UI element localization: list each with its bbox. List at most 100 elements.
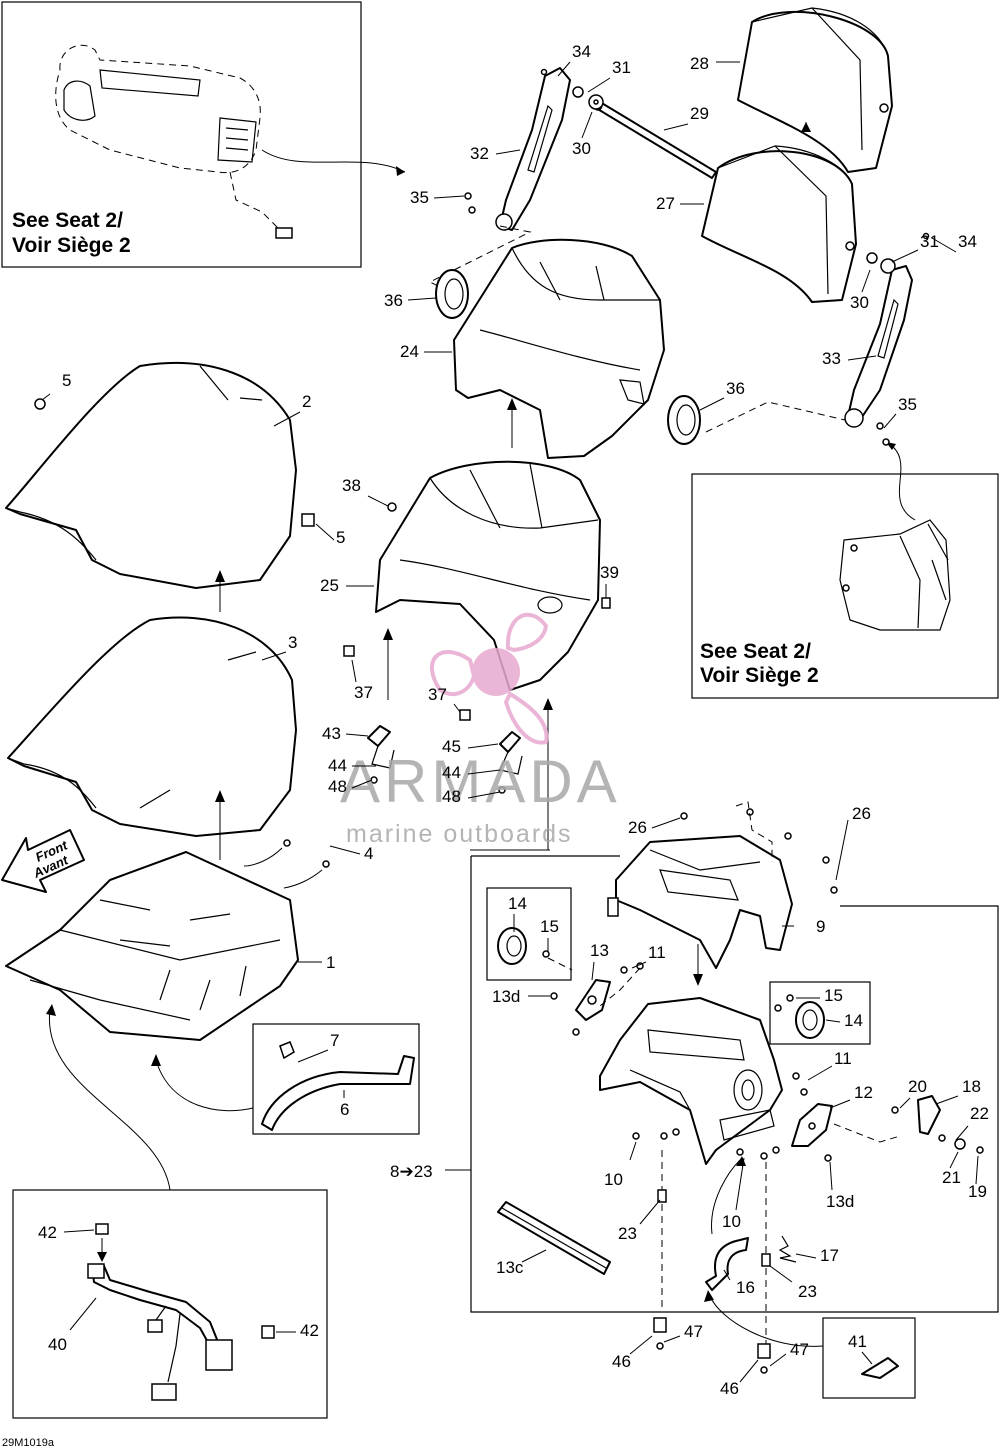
- part-label-39[interactable]: 39: [600, 563, 619, 582]
- part-label-29[interactable]: 29: [690, 104, 709, 123]
- part-label-48[interactable]: 48: [442, 787, 461, 806]
- part-label-25[interactable]: 25: [320, 576, 339, 595]
- part-label-13[interactable]: 13: [590, 941, 609, 960]
- part-label-10[interactable]: 10: [604, 1170, 623, 1189]
- seat-cover-2[interactable]: [5, 361, 297, 589]
- clip-37[interactable]: [343, 645, 355, 657]
- part-label-20[interactable]: 20: [908, 1077, 927, 1096]
- seat-foam-3[interactable]: [7, 616, 297, 837]
- part-label-12[interactable]: 12: [854, 1083, 873, 1102]
- clip-5[interactable]: [301, 513, 315, 527]
- part-label-2[interactable]: 2: [302, 392, 311, 411]
- bracket-43[interactable]: [367, 725, 395, 784]
- bearing-box-right[interactable]: [769, 981, 871, 1045]
- part-label-1[interactable]: 1: [326, 953, 335, 972]
- part-label-26[interactable]: 26: [628, 818, 647, 837]
- part-label-21[interactable]: 21: [942, 1168, 961, 1187]
- part-label-43[interactable]: 43: [322, 724, 341, 743]
- reference-box-seat-2-right[interactable]: See Seat 2/ Voir Siège 2: [691, 441, 999, 699]
- clip-38[interactable]: [387, 502, 397, 512]
- part-label-36[interactable]: 36: [384, 291, 403, 310]
- clip-39[interactable]: [601, 597, 611, 609]
- part-label-28[interactable]: 28: [690, 54, 709, 73]
- part-label-41[interactable]: 41: [848, 1332, 867, 1351]
- part-label-5[interactable]: 5: [62, 371, 71, 390]
- bracket-left-32[interactable]: [495, 67, 571, 231]
- part-label-47[interactable]: 47: [684, 1322, 703, 1341]
- part-label-26[interactable]: 26: [852, 804, 871, 823]
- part-label-30[interactable]: 30: [850, 293, 869, 312]
- part-label-3[interactable]: 3: [288, 633, 297, 652]
- part-label-15[interactable]: 15: [540, 917, 559, 936]
- part-label-8-23[interactable]: 8➔23: [390, 1162, 433, 1181]
- hinge-left-36[interactable]: [435, 269, 469, 319]
- part-label-7[interactable]: 7: [330, 1031, 339, 1050]
- part-label-47[interactable]: 47: [790, 1340, 809, 1359]
- part-label-18[interactable]: 18: [962, 1077, 981, 1096]
- upper-housing-9[interactable]: [607, 835, 793, 969]
- part-label-5[interactable]: 5: [336, 528, 345, 547]
- backrest-cover-28[interactable]: [737, 7, 893, 173]
- reference-text: See Seat 2/: [700, 640, 811, 663]
- latch-box-41[interactable]: [822, 1317, 916, 1399]
- clip-5[interactable]: [34, 398, 46, 410]
- bearing-box-left[interactable]: [486, 887, 572, 981]
- part-label-27[interactable]: 27: [656, 194, 675, 213]
- part-label-46[interactable]: 46: [612, 1352, 631, 1371]
- part-label-6[interactable]: 6: [340, 1100, 349, 1119]
- side-plate-12[interactable]: [791, 1103, 833, 1147]
- part-label-13c[interactable]: 13c: [496, 1258, 524, 1277]
- clip-37[interactable]: [459, 709, 471, 721]
- part-label-31[interactable]: 31: [612, 58, 631, 77]
- part-label-42[interactable]: 42: [38, 1223, 57, 1242]
- part-label-44[interactable]: 44: [328, 756, 347, 775]
- part-label-11[interactable]: 11: [648, 943, 666, 962]
- reference-box-seat-2-top-left[interactable]: See Seat 2/ Voir Siège 2: [1, 1, 406, 268]
- part-label-17[interactable]: 17: [820, 1246, 839, 1265]
- release-lever-16[interactable]: [705, 1237, 749, 1291]
- part-label-42[interactable]: 42: [300, 1321, 319, 1340]
- part-label-37[interactable]: 37: [354, 683, 373, 702]
- part-label-13d[interactable]: 13d: [826, 1192, 854, 1211]
- part-label-38[interactable]: 38: [342, 476, 361, 495]
- bracket-45[interactable]: [498, 731, 523, 794]
- part-label-32[interactable]: 32: [470, 144, 489, 163]
- part-label-4[interactable]: 4: [364, 844, 373, 863]
- part-label-23[interactable]: 23: [618, 1224, 637, 1243]
- hinge-right-36[interactable]: [667, 395, 701, 445]
- part-label-14[interactable]: 14: [508, 894, 527, 913]
- hose-detail-box[interactable]: [252, 1023, 420, 1135]
- part-label-36[interactable]: 36: [726, 379, 745, 398]
- part-label-23[interactable]: 23: [798, 1282, 817, 1301]
- part-label-19[interactable]: 19: [968, 1182, 987, 1201]
- part-label-31[interactable]: 31: [920, 232, 939, 251]
- part-label-35[interactable]: 35: [410, 188, 429, 207]
- part-label-9[interactable]: 9: [816, 917, 825, 936]
- part-label-10[interactable]: 10: [722, 1212, 741, 1231]
- wiring-harness-box[interactable]: [12, 1189, 328, 1419]
- part-label-30[interactable]: 30: [572, 139, 591, 158]
- part-label-34[interactable]: 34: [958, 232, 977, 251]
- part-label-14[interactable]: 14: [844, 1011, 863, 1030]
- part-label-24[interactable]: 24: [400, 342, 419, 361]
- part-label-44[interactable]: 44: [442, 763, 461, 782]
- tilt-mechanism-body[interactable]: [599, 997, 783, 1165]
- part-label-48[interactable]: 48: [328, 777, 347, 796]
- slide-bar-13c[interactable]: [497, 1201, 611, 1275]
- part-label-34[interactable]: 34: [572, 42, 591, 61]
- part-label-22[interactable]: 22: [970, 1104, 989, 1123]
- part-label-37[interactable]: 37: [428, 685, 447, 704]
- part-label-40[interactable]: 40: [48, 1335, 67, 1354]
- part-label-33[interactable]: 33: [822, 349, 841, 368]
- part-label-45[interactable]: 45: [442, 737, 461, 756]
- part-label-16[interactable]: 16: [736, 1278, 755, 1297]
- part-label-13d[interactable]: 13d: [492, 987, 520, 1006]
- part-label-11[interactable]: 11: [834, 1049, 852, 1068]
- seat-assembly-24[interactable]: [453, 238, 665, 459]
- part-label-35[interactable]: 35: [898, 395, 917, 414]
- part-label-15[interactable]: 15: [824, 986, 843, 1005]
- part-label-46[interactable]: 46: [720, 1379, 739, 1398]
- backrest-cushion-27[interactable]: [701, 145, 857, 303]
- seat-base-pan-1[interactable]: [5, 851, 299, 1041]
- hinge-plate-13[interactable]: [550, 979, 611, 1021]
